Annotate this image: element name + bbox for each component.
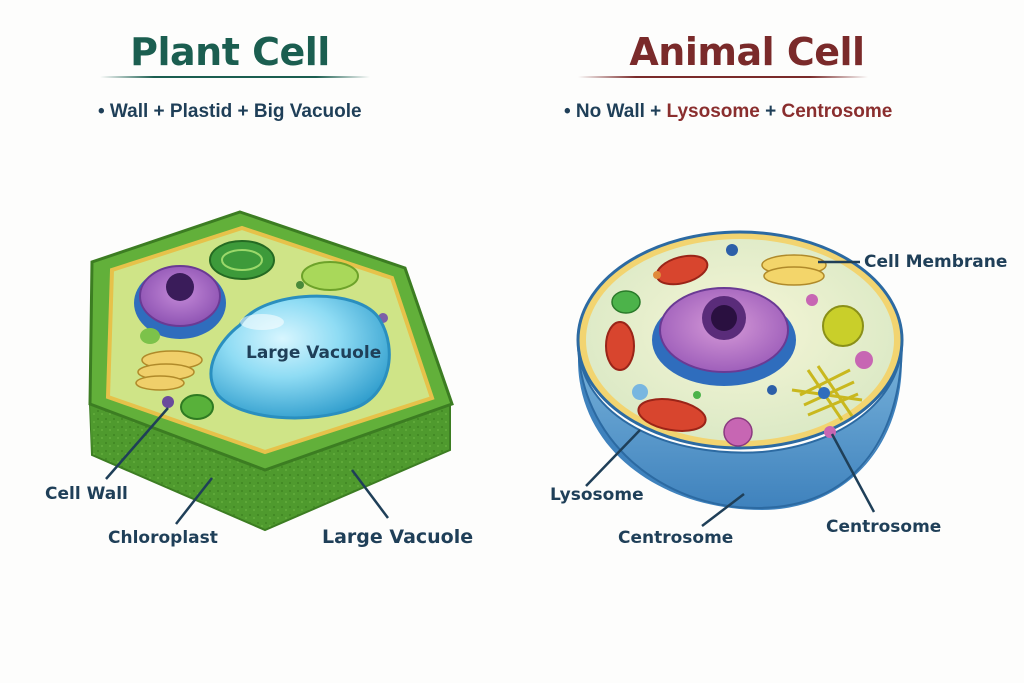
- plant-cell-title: Plant Cell: [130, 30, 330, 74]
- subtitle-prefix: • No Wall +: [564, 101, 667, 122]
- subtitle-centrosome: Centrosome: [781, 101, 893, 122]
- animal-cell-illustration: [576, 230, 904, 510]
- plant-title-divider: [100, 76, 370, 78]
- animal-cell-subtitle: • No Wall + Lysosome + Centrosome: [564, 101, 892, 123]
- plant-leader-lines: [105, 407, 389, 525]
- vesicles-shape: [611, 244, 873, 447]
- animal-cell-title: Animal Cell: [629, 30, 865, 74]
- chloroplast-shape: [140, 240, 388, 420]
- label-centrosome-right: Centrosome: [826, 517, 942, 537]
- label-chloroplast: Chloroplast: [108, 528, 218, 548]
- animal-leader-lines: [585, 260, 876, 527]
- label-cell-membrane: Cell Membrane: [864, 252, 1008, 272]
- animal-title-divider: [578, 76, 868, 78]
- subtitle-lysosome: Lysosome: [666, 101, 760, 122]
- animal-cell-panel: Animal Cell • No Wall + Lysosome + Centr…: [512, 0, 1024, 683]
- vacuole-center-label: Large Vacuole: [246, 343, 382, 363]
- plant-cell-panel: Plant Cell • Wall + Plastid + Big Vacuol…: [45, 30, 474, 548]
- plant-cell-subtitle: • Wall + Plastid + Big Vacuole: [98, 101, 362, 122]
- label-cell-wall: Cell Wall: [45, 484, 128, 504]
- plant-nucleus: [134, 265, 226, 339]
- label-large-vacuole: Large Vacuole: [322, 526, 474, 548]
- golgi-shape: [135, 350, 203, 391]
- animal-nucleus: [652, 287, 796, 386]
- label-centrosome-bottom: Centrosome: [618, 528, 734, 548]
- label-lysosome: Lysosome: [550, 485, 644, 505]
- animal-golgi-shape: [761, 254, 827, 286]
- mitochondria-shape: [605, 254, 709, 432]
- plant-cell-illustration: [88, 210, 454, 532]
- subtitle-plus: +: [759, 101, 782, 122]
- centrosome-shape: [791, 365, 863, 421]
- large-vacuole-shape: [209, 294, 391, 420]
